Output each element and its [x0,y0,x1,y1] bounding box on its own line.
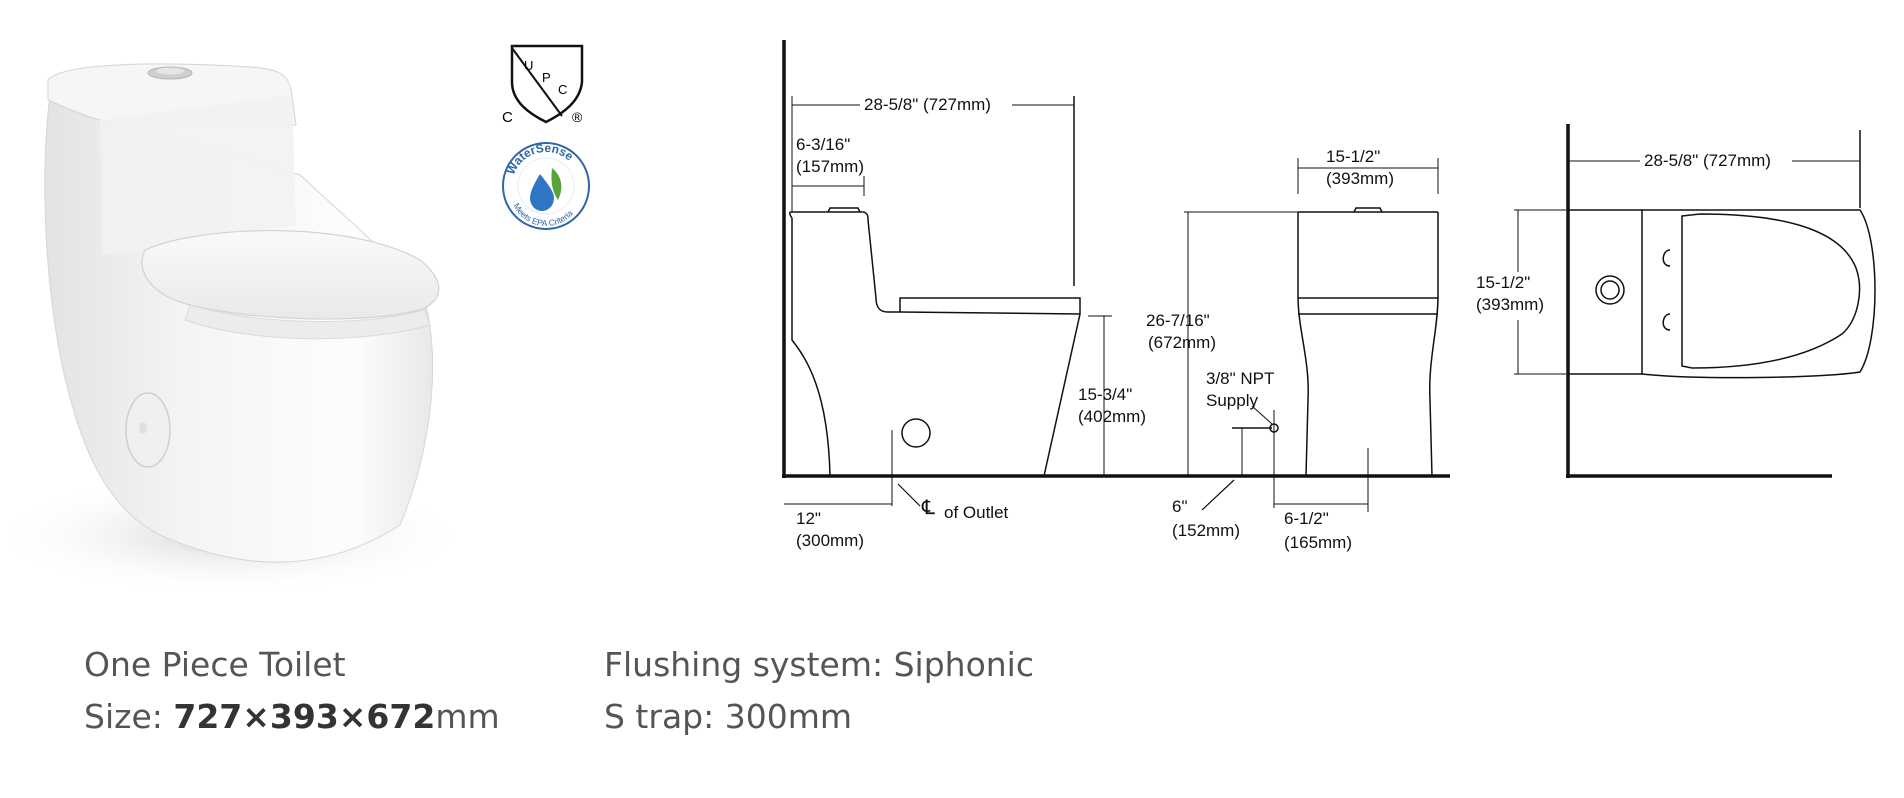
tank-depth-mm-label: (157mm) [796,157,864,176]
side-length-label: 28-5/8" (727mm) [864,95,991,114]
watersense-logo: WaterSense Meets EPA Criteria [502,141,590,230]
size-unit: mm [435,697,500,736]
height-label: 26-7/16" [1146,311,1210,330]
front-width-label: 15-1/2" [1326,147,1380,166]
supply-offset-mm-label: (165mm) [1284,533,1352,552]
upc-letter-c: C [558,82,567,97]
size-spec: Size: 727×393×672mm [84,700,500,733]
tank-depth-label: 6-3/16" [796,135,850,154]
size-value: 727×393×672 [173,697,436,736]
top-width-label: 15-1/2" [1476,273,1530,292]
product-name: One Piece Toilet [84,645,346,684]
upc-c-mark: C [502,109,513,126]
top-width-mm-label: (393mm) [1476,295,1544,314]
toilet-product-photo [0,63,470,595]
supply-offset-label: 6-1/2" [1284,509,1329,528]
outlet-label: of Outlet [944,503,1009,522]
trap-spec: S trap: 300mm [604,697,852,736]
rough-in-mm-label: (300mm) [796,531,864,550]
top-length-label: 28-5/8" (727mm) [1644,151,1771,170]
rough-in-label: 12" [796,509,821,528]
upc-letter-p: P [542,70,551,85]
flushing-system-spec: Flushing system: Siphonic [604,645,1034,684]
seat-height-mm-label: (402mm) [1078,407,1146,426]
size-prefix: Size: [84,697,174,736]
upc-registered-mark: ® [572,109,583,125]
supply-label: 3/8" NPT [1206,369,1274,388]
supply-height-mm-label: (152mm) [1172,521,1240,540]
supply-sub-label: Supply [1206,391,1258,410]
seat-height-label: 15-3/4" [1078,385,1132,404]
height-mm-label: (672mm) [1148,333,1216,352]
leaf-icon [551,168,562,200]
front-width-mm-label: (393mm) [1326,169,1394,188]
water-drop-icon [530,174,554,211]
upc-letter-u: U [524,58,533,73]
centerline-symbol: ℄ [921,497,935,519]
upc-certification-logo: U P C C ® [502,44,584,126]
supply-height-label: 6" [1172,497,1188,516]
